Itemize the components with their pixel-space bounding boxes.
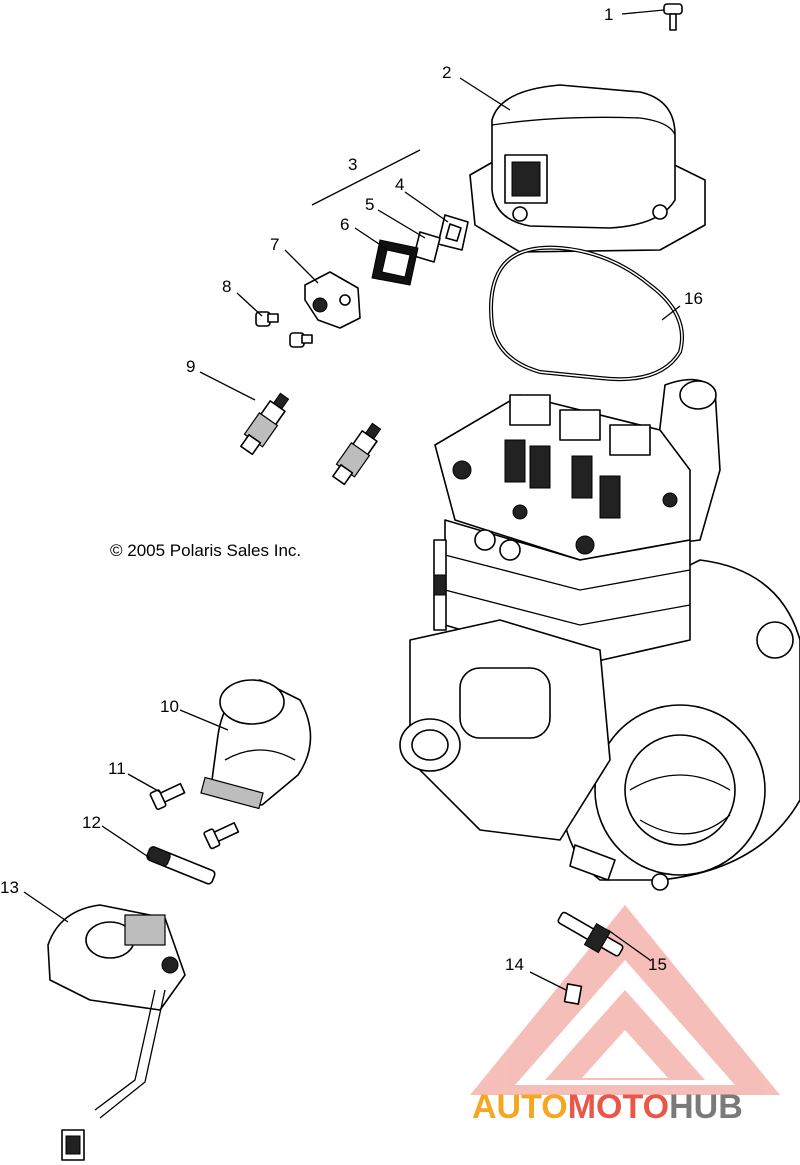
callout-11: 11 — [108, 759, 126, 778]
callout-labels: 1 2 3 4 5 6 7 8 9 10 11 12 13 14 15 16 — [0, 5, 703, 974]
part-14-connector — [563, 983, 583, 1005]
callout-9: 9 — [186, 357, 195, 376]
callout-6: 6 — [340, 215, 349, 234]
part-9-spark-plug-left — [240, 392, 290, 456]
watermark-moto: MOTO — [568, 1088, 669, 1126]
callout-2: 2 — [442, 63, 451, 82]
copyright-notice: © 2005 Polaris Sales Inc. — [110, 541, 301, 560]
part-4-gasket — [437, 214, 469, 251]
engine-assembly — [399, 378, 800, 891]
callout-12: 12 — [82, 813, 101, 832]
leader-lines — [23, 9, 681, 991]
part-15-sensor — [557, 911, 624, 957]
callout-1: 1 — [604, 5, 613, 24]
part-7-actuator — [304, 271, 361, 329]
watermark-hub: HUB — [669, 1088, 743, 1126]
part-2-valve-cover — [469, 84, 706, 253]
callout-15: 15 — [648, 955, 667, 974]
part-13-throttle-body — [47, 904, 186, 1161]
watermark-logo-triangle — [470, 905, 780, 1095]
callout-5: 5 — [365, 195, 374, 214]
callout-3: 3 — [348, 155, 357, 174]
watermark-text: AUTOMOTOHUB — [472, 1088, 743, 1126]
part-6-seal — [371, 239, 419, 286]
watermark-auto: AUTO — [472, 1088, 568, 1126]
part-1-bolt — [663, 3, 683, 31]
part-9-spark-plug-right — [332, 422, 382, 486]
callout-4: 4 — [395, 175, 404, 194]
callout-10: 10 — [160, 697, 179, 716]
callout-13: 13 — [0, 878, 19, 897]
part-8-screws — [255, 311, 313, 348]
callout-7: 7 — [270, 235, 279, 254]
part-12-pin — [146, 846, 216, 885]
part-5-plate — [413, 231, 441, 263]
part-11-bolts — [149, 782, 240, 850]
part-16-gasket — [489, 245, 684, 382]
callout-16: 16 — [684, 289, 703, 308]
callout-14: 14 — [505, 955, 524, 974]
callout-8: 8 — [222, 277, 231, 296]
part-10-intake-boot — [200, 679, 312, 810]
